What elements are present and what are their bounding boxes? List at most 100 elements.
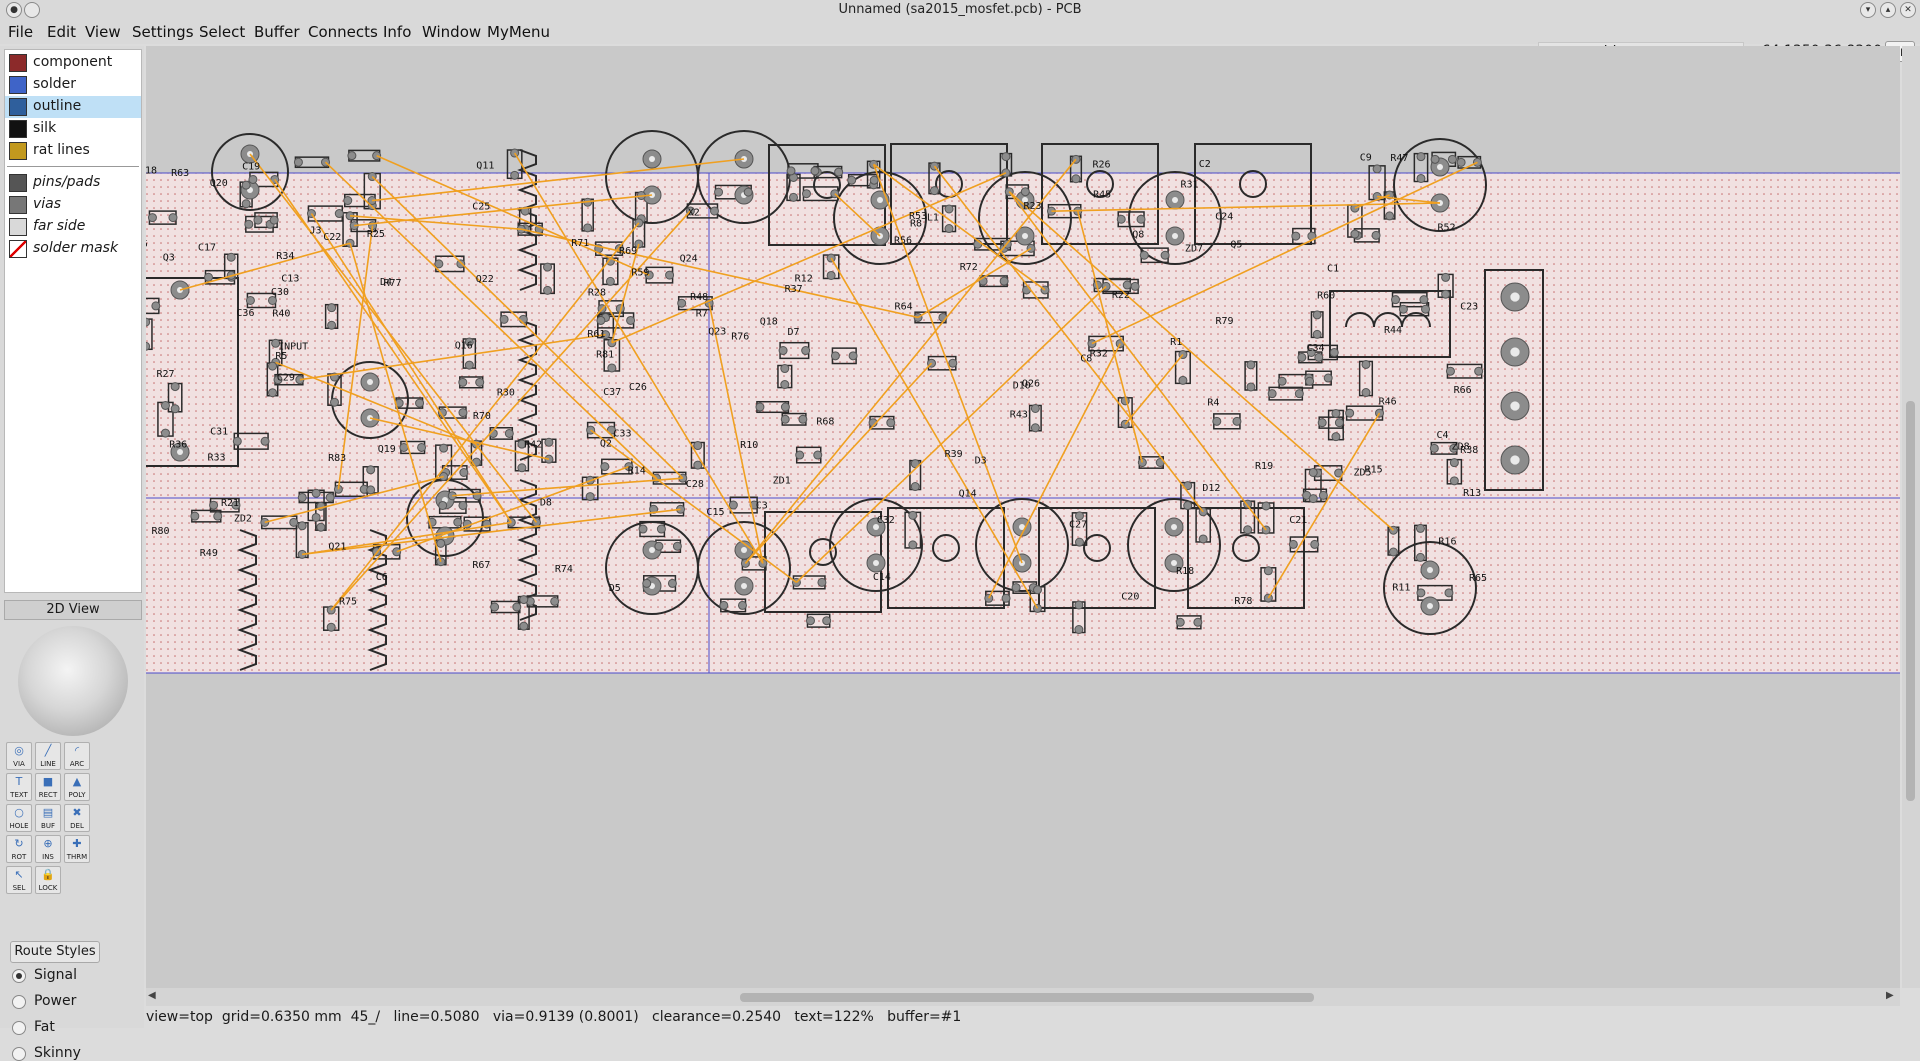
transistor-outline bbox=[887, 507, 1005, 609]
component-label: C28 bbox=[686, 479, 704, 490]
tool-rect-button[interactable]: ■RECT bbox=[35, 773, 61, 801]
scroll-left-icon[interactable]: ◀ bbox=[148, 990, 156, 1001]
layer-color-swatch[interactable] bbox=[9, 98, 27, 116]
pad bbox=[737, 600, 747, 610]
vertical-scroll-thumb[interactable] bbox=[1906, 401, 1915, 801]
component-label: R10 bbox=[740, 440, 758, 451]
component-label: R1 bbox=[1170, 337, 1182, 348]
tool-rot-button[interactable]: ↻ROT bbox=[6, 835, 32, 863]
tool-thrm-button[interactable]: ✚THRM bbox=[64, 835, 90, 863]
tool-line-button[interactable]: ╱LINE bbox=[35, 742, 61, 770]
pad bbox=[1011, 583, 1021, 593]
layer-color-swatch[interactable] bbox=[9, 142, 27, 160]
layer-pins-pads[interactable]: pins/pads bbox=[5, 172, 141, 194]
route-style-radio-power[interactable] bbox=[12, 995, 26, 1009]
component-label: Q3 bbox=[163, 252, 175, 263]
tool-ins-button[interactable]: ⊕INS bbox=[35, 835, 61, 863]
tool-buf-button[interactable]: ▤BUF bbox=[35, 804, 61, 832]
layer-solder-mask[interactable]: solder mask bbox=[5, 238, 141, 260]
tool-arc-button[interactable]: ◜ARC bbox=[64, 742, 90, 770]
maximize-icon[interactable]: ▴ bbox=[1880, 2, 1896, 18]
menu-file[interactable]: File bbox=[8, 23, 34, 41]
tool-lock-button[interactable]: 🔒LOCK bbox=[35, 866, 61, 894]
menu-settings[interactable]: Settings bbox=[132, 23, 194, 41]
menu-view[interactable]: View bbox=[85, 23, 121, 41]
component-label: R16 bbox=[1438, 537, 1456, 548]
menu-buffer[interactable]: Buffer bbox=[254, 23, 300, 41]
menu-edit[interactable]: Edit bbox=[47, 23, 77, 41]
component-label: ZD5 bbox=[1353, 468, 1371, 479]
minimize-icon[interactable]: ▾ bbox=[1860, 2, 1876, 18]
component-label: C21 bbox=[1289, 515, 1307, 526]
horizontal-scrollbar[interactable]: ◀ ▶ bbox=[146, 988, 1900, 1006]
menu-mymenu[interactable]: MyMenu bbox=[487, 23, 551, 41]
layer-solder[interactable]: solder bbox=[5, 74, 141, 96]
layer-color-swatch[interactable] bbox=[9, 120, 27, 138]
view-rotation-ball[interactable] bbox=[18, 626, 128, 736]
pad bbox=[1071, 174, 1081, 184]
tool-hole-button[interactable]: ○HOLE bbox=[6, 804, 32, 832]
capacitor-outline bbox=[975, 498, 1069, 592]
layer-component[interactable]: component bbox=[5, 52, 141, 74]
tool-via-button[interactable]: ◎VIA bbox=[6, 742, 32, 770]
layer-rat-lines[interactable]: rat lines bbox=[5, 140, 141, 162]
tool-sel-button[interactable]: ↖SEL bbox=[6, 866, 32, 894]
view-2d-toggle[interactable]: 2D View bbox=[4, 600, 142, 620]
status-view: view=top bbox=[146, 1009, 213, 1025]
pad bbox=[160, 428, 170, 438]
layer-silk[interactable]: silk bbox=[5, 118, 141, 140]
tool-poly-button[interactable]: ▲POLY bbox=[64, 773, 90, 801]
component-label: R31 bbox=[1181, 180, 1199, 191]
pcb-board[interactable]: C3C4ZD1C2R1R4C1R10R18ZD2Q2Q8R26D12R36R34… bbox=[146, 46, 1900, 988]
pad bbox=[392, 547, 402, 557]
capacitor-outline bbox=[697, 521, 791, 615]
pad bbox=[1175, 617, 1185, 627]
route-style-radio-fat[interactable] bbox=[12, 1021, 26, 1035]
pad bbox=[817, 577, 827, 587]
layer-color-swatch[interactable] bbox=[9, 218, 27, 236]
layer-color-swatch[interactable] bbox=[9, 240, 27, 258]
layer-color-swatch[interactable] bbox=[9, 196, 27, 214]
scroll-right-icon[interactable]: ▶ bbox=[1886, 990, 1894, 1001]
component-label: R48 bbox=[690, 292, 708, 303]
layer-color-swatch[interactable] bbox=[9, 174, 27, 192]
route-style-radio-signal[interactable] bbox=[12, 969, 26, 983]
menu-connects[interactable]: Connects bbox=[308, 23, 378, 41]
pad bbox=[1449, 458, 1459, 468]
tool-del-button[interactable]: ✖DEL bbox=[64, 804, 90, 832]
layer-vias[interactable]: vias bbox=[5, 194, 141, 216]
menu-info[interactable]: Info bbox=[383, 23, 412, 41]
menu-window[interactable]: Window bbox=[422, 23, 482, 41]
vertical-scrollbar[interactable] bbox=[1902, 46, 1920, 988]
pad-drill bbox=[1172, 197, 1178, 203]
pad bbox=[327, 320, 337, 330]
component-label: D7 bbox=[788, 327, 800, 338]
pad bbox=[464, 337, 474, 347]
pad bbox=[810, 166, 820, 176]
route-style-radio-skinny[interactable] bbox=[12, 1047, 26, 1061]
component-label: C27 bbox=[1069, 519, 1087, 530]
pad bbox=[1243, 525, 1253, 535]
menu-select[interactable]: Select bbox=[199, 23, 246, 41]
thermal-icon: ✚ bbox=[72, 837, 82, 850]
horizontal-scroll-thumb[interactable] bbox=[740, 993, 1314, 1002]
close-icon[interactable]: ✕ bbox=[1900, 2, 1916, 18]
pad bbox=[204, 272, 214, 282]
pin-icon[interactable] bbox=[24, 2, 40, 18]
pad bbox=[583, 223, 593, 233]
layer-far-side[interactable]: far side bbox=[5, 216, 141, 238]
pad bbox=[1350, 229, 1360, 239]
insert-icon: ⊕ bbox=[43, 837, 53, 850]
layer-color-swatch[interactable] bbox=[9, 54, 27, 72]
route-styles-button[interactable]: Route Styles bbox=[10, 941, 100, 963]
pad bbox=[596, 315, 606, 325]
pad bbox=[436, 538, 446, 548]
layer-outline[interactable]: outline bbox=[5, 96, 141, 118]
app-icon[interactable]: ● bbox=[6, 2, 22, 18]
component-label: R7 bbox=[696, 308, 708, 319]
component-label: C29 bbox=[277, 372, 295, 383]
layer-label: solder bbox=[33, 76, 77, 92]
layer-color-swatch[interactable] bbox=[9, 76, 27, 94]
